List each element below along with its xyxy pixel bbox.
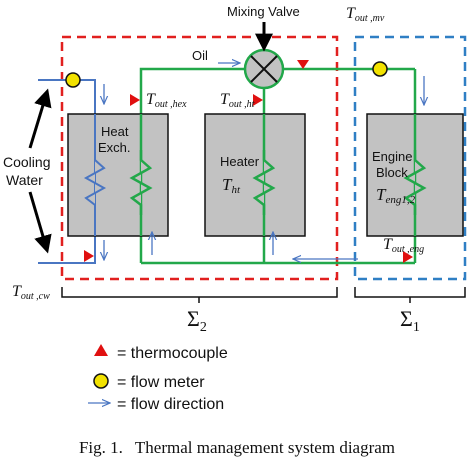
sigma2-brace (61, 287, 338, 303)
cooling-water-label-line1: Cooling (3, 154, 50, 170)
flow-meter-icon-oil (372, 61, 388, 77)
legend-flow-direction-label: = flow direction (117, 396, 224, 413)
flow-arrows (104, 63, 424, 260)
thermocouple-icon-ht (253, 94, 263, 106)
hex-water-coil (83, 150, 107, 215)
t-out-ht-label: Tout ,ht (220, 91, 255, 110)
t-out-hex-label: Tout ,hex (146, 91, 187, 110)
thermal-management-diagram: Mixing Valve Oil Tout ,mv Tout ,hex Tout… (3, 4, 467, 413)
cooling-water-arrow-down (28, 191, 52, 254)
heater-symbol: Tht (222, 175, 241, 196)
figure-caption-text: Thermal management system diagram (134, 438, 396, 457)
sigma1-brace (354, 287, 466, 303)
mixing-valve-label: Mixing Valve (227, 4, 300, 19)
heater-oil-coil (252, 150, 276, 215)
heater-box (204, 113, 306, 237)
sigma1-boundary (353, 35, 467, 281)
heat-exchanger-label-line2: Exch. (98, 140, 131, 155)
legend-thermocouple-icon (94, 344, 108, 356)
heat-exchanger-label-line1: Heat (101, 124, 129, 139)
legend: = thermocouple = flow meter = flow direc… (88, 344, 228, 413)
engine-label-line2: Block (376, 165, 408, 180)
figure-number: Fig. 1. (78, 438, 123, 457)
t-out-eng-label: Tout ,eng (383, 236, 424, 255)
engine-oil-coil (403, 150, 427, 215)
legend-flow-meter-icon (93, 373, 109, 389)
sigma2-label: Σ2 (187, 306, 207, 335)
thermocouple-icon-mv (297, 60, 309, 69)
oil-label: Oil (192, 48, 208, 63)
thermocouple-icon-cw (84, 250, 94, 262)
hex-oil-coil (129, 150, 153, 215)
figure-caption: Fig. 1. Thermal management system diagram (0, 438, 474, 458)
cooling-water-label-line2: Water (6, 172, 43, 188)
mixing-valve-icon (243, 48, 285, 90)
sigma2-boundary (60, 35, 339, 281)
legend-thermocouple-label: = thermocouple (117, 345, 228, 362)
sigma1-label: Σ1 (400, 306, 420, 335)
t-out-mv-label: Tout ,mv (346, 5, 385, 24)
cooling-water-arrow-up (28, 88, 52, 149)
thermocouple-icon-hex (130, 94, 140, 106)
t-out-cw-label: Tout ,cw (12, 283, 50, 302)
legend-flow-meter-label: = flow meter (117, 374, 205, 391)
thermocouples (84, 60, 413, 263)
engine-symbol: Teng1,2 (376, 185, 416, 206)
thermocouple-icon-eng (403, 251, 413, 263)
heater-label: Heater (220, 154, 260, 169)
engine-label-line1: Engine (372, 149, 412, 164)
oil-loop (139, 67, 417, 265)
heat-exchanger-box (67, 113, 169, 237)
flow-meter-icon-water (65, 72, 81, 88)
